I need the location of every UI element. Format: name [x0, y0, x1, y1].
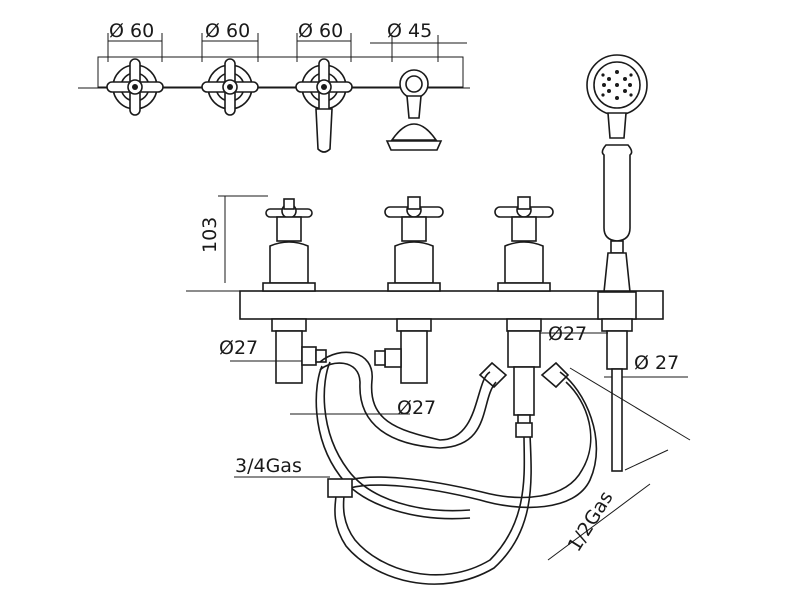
hand-shower-head	[586, 54, 648, 139]
valve-right	[478, 196, 570, 436]
valve-middle	[374, 196, 444, 384]
valve-left	[230, 198, 327, 384]
hand-shower-handle	[601, 144, 633, 293]
dim-diameter-spout: Ø 45	[387, 20, 432, 42]
hoses	[315, 351, 598, 585]
label-outlet-thread: 1/2Gas	[564, 487, 618, 555]
cross-handle-top-3	[295, 58, 353, 153]
dim-diameter-valve-left: Ø27	[219, 337, 258, 359]
cross-handle-top-1	[106, 58, 164, 116]
dim-diameter-handle-3: Ø 60	[298, 20, 343, 42]
dim-lines-top	[107, 33, 467, 62]
hand-shower-mount	[597, 291, 688, 472]
top-view: Ø 60 Ø 60 Ø 60 Ø 45	[78, 20, 648, 293]
dim-diameter-valve-right: Ø27	[548, 323, 587, 345]
dim-diameter-hand-shower: Ø 27	[634, 352, 679, 374]
label-inlet-thread: 3/4Gas	[235, 455, 302, 477]
dim-height-103: 103	[199, 217, 221, 253]
dim-diameter-handle-2: Ø 60	[205, 20, 250, 42]
spout-top	[385, 69, 443, 151]
dim-diameter-valve-mid: Ø27	[397, 397, 436, 419]
dim-lines-front	[234, 332, 691, 561]
cross-handle-top-2	[201, 58, 259, 116]
dim-diameter-handle-1: Ø 60	[109, 20, 154, 42]
